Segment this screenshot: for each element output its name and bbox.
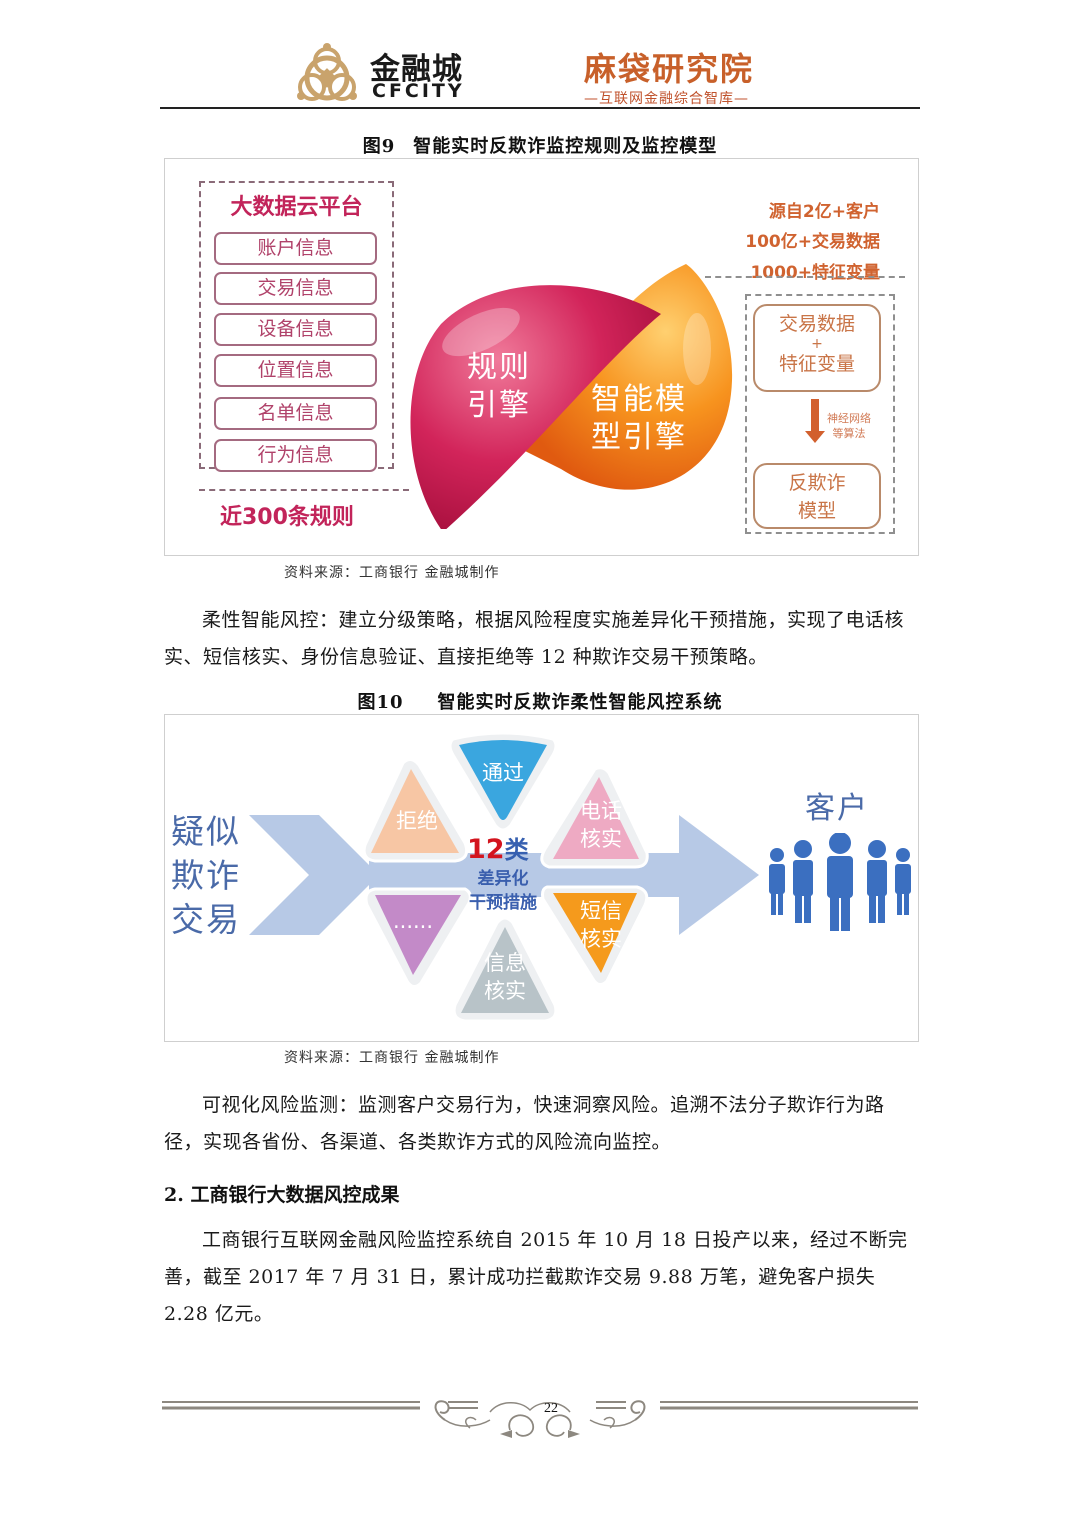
page-header: 金融城 CFCITY 麻袋研究院 —互联网金融综合智库— [160,30,920,110]
institute-tagline: —互联网金融综合智库— [584,91,749,107]
figure10-caption: 图10 智能实时反欺诈柔性智能风控系统 [160,688,920,714]
section-heading: 2. 工商银行大数据风控成果 [164,1184,400,1206]
petal-pass: 通过 [445,729,561,845]
petal-more: ...... [359,879,475,995]
petal-phone-verify: 电话 核实 [535,763,651,879]
algorithm-label: 神经网络 等算法 [827,412,871,440]
institute-name: 麻袋研究院 [584,50,755,88]
header-divider [160,107,920,109]
petal-info-verify-label: 信息 核实 [484,951,526,1003]
customers-group-icon [769,833,911,931]
cfcity-logo-icon [297,43,357,101]
petal-reject: 拒绝 [359,755,475,871]
intervention-count: 12类 [467,834,529,865]
paragraph-results: 工商银行互联网金融风险监控系统自 2015 年 10 月 18 日投产以来，经过… [164,1229,908,1325]
figure9-number: 图9 [362,136,396,157]
data-item-transaction: 交易信息 [214,272,377,305]
ai-model-engine-label: 智能模 型引擎 [591,382,687,455]
figure9-caption: 图9 智能实时反欺诈监控规则及监控模型 [160,132,920,158]
paragraph-visual-monitoring: 可视化风险监测：监测客户交易行为，快速洞察风险。追溯不法分子欺诈行为路径，实现各… [164,1094,885,1153]
figure10-source: 资料来源：工商银行 金融城制作 [284,1050,500,1066]
anti-fraud-model-box: 反欺诈 模型 [753,463,881,529]
ornament-divider-icon [162,1400,918,1438]
petal-sms-verify: 短信 核实 [537,877,653,993]
down-arrow-head-icon [805,431,825,443]
intervention-desc: 差异化 干预措施 [469,869,537,913]
petal-phone-verify-label: 电话 核实 [580,799,622,851]
petal-info-verify: 信息 核实 [447,913,563,1029]
rules-count: 近300条规则 [220,505,354,530]
engine-spheres-graphic [410,264,733,532]
figure9-source: 资料来源：工商银行 金融城制作 [284,565,500,581]
page-number: 22 [544,1401,558,1416]
figure10-title: 智能实时反欺诈柔性智能风控系统 [437,692,723,713]
paragraph-flexible-risk-control: 柔性智能风控：建立分级策略，根据风险程度实施差异化干预措施，实现了电话核实、短信… [164,609,905,668]
stat-customers: 源自2亿+客户 [768,202,880,222]
brand-name-cn: 金融城 [370,52,463,87]
down-arrow-icon [811,399,819,433]
figure10-number: 图10 [357,692,404,713]
rule-engine-label: 规则 引擎 [467,350,531,423]
data-platform-title: 大数据云平台 [230,195,363,220]
customer-label: 客户 [805,791,869,826]
engine-spheres: 规则 引擎 智能模 型引擎 [401,254,741,532]
figure9-title: 智能实时反欺诈监控规则及监控模型 [413,136,718,157]
suspected-fraud-label: 疑似 欺诈 交易 [171,812,241,939]
model-input-box: 交易数据 + 特征变量 [753,304,881,392]
figure9-diagram: 大数据云平台 账户信息 交易信息 设备信息 位置信息 名单信息 行为信息 近30… [164,158,919,556]
stats-divider [705,276,905,278]
page-footer: 22 [160,1390,920,1450]
stat-features: 1000+特征变量 [750,263,880,283]
stat-transactions: 100亿+交易数据 [745,232,880,252]
data-item-behavior: 行为信息 [214,439,377,472]
data-item-list: 名单信息 [214,397,377,430]
rules-divider [199,489,409,491]
data-item-account: 账户信息 [214,232,377,265]
figure10-diagram: 疑似 欺诈 交易 通过 电话 核实 短信 核实 信息 核实 ...... 拒绝 [164,714,919,1042]
data-item-device: 设备信息 [214,313,377,346]
brand-name-en: CFCITY [372,80,465,102]
data-item-location: 位置信息 [214,354,377,387]
petal-sms-verify-label: 短信 核实 [580,899,622,951]
model-frame [745,294,895,534]
